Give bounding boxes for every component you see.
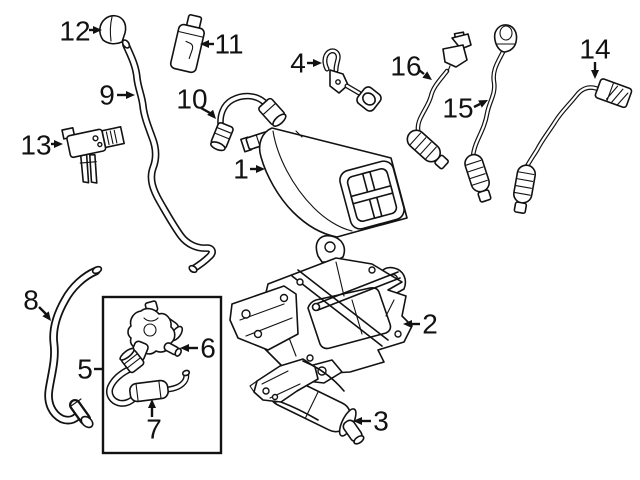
callout-9: 9 bbox=[99, 80, 135, 111]
part-7-hose-drawing bbox=[106, 347, 191, 407]
callout-14: 14 bbox=[579, 34, 611, 79]
part-2-bracket-drawing bbox=[229, 234, 413, 384]
callout-8-label: 8 bbox=[23, 285, 39, 316]
callout-1: 1 bbox=[233, 154, 265, 185]
callout-7-label: 7 bbox=[146, 414, 162, 445]
callout-10-label: 10 bbox=[176, 84, 207, 115]
callout-8: 8 bbox=[23, 285, 51, 321]
callout-3: 3 bbox=[353, 406, 389, 437]
callout-10: 10 bbox=[176, 84, 216, 119]
part-10-purge-hose-drawing bbox=[210, 92, 287, 152]
part-4-bracket-tube-drawing bbox=[322, 48, 382, 112]
callout-13: 13 bbox=[20, 130, 63, 161]
callout-3-label: 3 bbox=[373, 406, 389, 437]
part-11-valve-drawing bbox=[169, 14, 205, 74]
callout-12: 12 bbox=[59, 16, 102, 47]
callout-1-label: 1 bbox=[233, 154, 249, 185]
part-15-oxygen-sensor-drawing bbox=[464, 24, 518, 203]
callout-4-label: 4 bbox=[290, 48, 306, 79]
callout-9-label: 9 bbox=[99, 80, 115, 111]
callout-16-label: 16 bbox=[390, 51, 421, 82]
part-12-cap-drawing bbox=[99, 14, 127, 45]
callout-13-label: 13 bbox=[20, 130, 51, 161]
callout-5-label: 5 bbox=[77, 354, 93, 385]
callout-11-label: 11 bbox=[214, 29, 243, 60]
canister-end-frame bbox=[339, 160, 405, 230]
callout-12-label: 12 bbox=[59, 16, 90, 47]
callout-7: 7 bbox=[146, 399, 162, 445]
part-16-oxygen-sensor-drawing bbox=[406, 31, 472, 170]
callout-15-label: 15 bbox=[442, 93, 473, 124]
callout-6-label: 6 bbox=[200, 333, 216, 364]
part-14-oxygen-sensor-drawing bbox=[512, 78, 633, 215]
callout-6: 6 bbox=[180, 333, 216, 364]
callout-16: 16 bbox=[390, 51, 432, 82]
callout-4: 4 bbox=[290, 48, 322, 79]
bracket-side-wing bbox=[229, 285, 299, 351]
callout-15: 15 bbox=[442, 93, 488, 124]
part-13-sensor-drawing bbox=[61, 126, 125, 184]
part-3-filter-drawing bbox=[249, 358, 365, 445]
part-8-drain-hose-drawing bbox=[44, 265, 103, 429]
callout-2-label: 2 bbox=[422, 309, 438, 340]
callout-11: 11 bbox=[200, 29, 244, 60]
callout-14-label: 14 bbox=[579, 34, 610, 65]
part-1-canister-drawing bbox=[240, 127, 408, 238]
callout-5: 5 bbox=[77, 354, 104, 385]
callout-2: 2 bbox=[403, 309, 438, 340]
part-9-vent-hose-drawing bbox=[121, 39, 216, 274]
